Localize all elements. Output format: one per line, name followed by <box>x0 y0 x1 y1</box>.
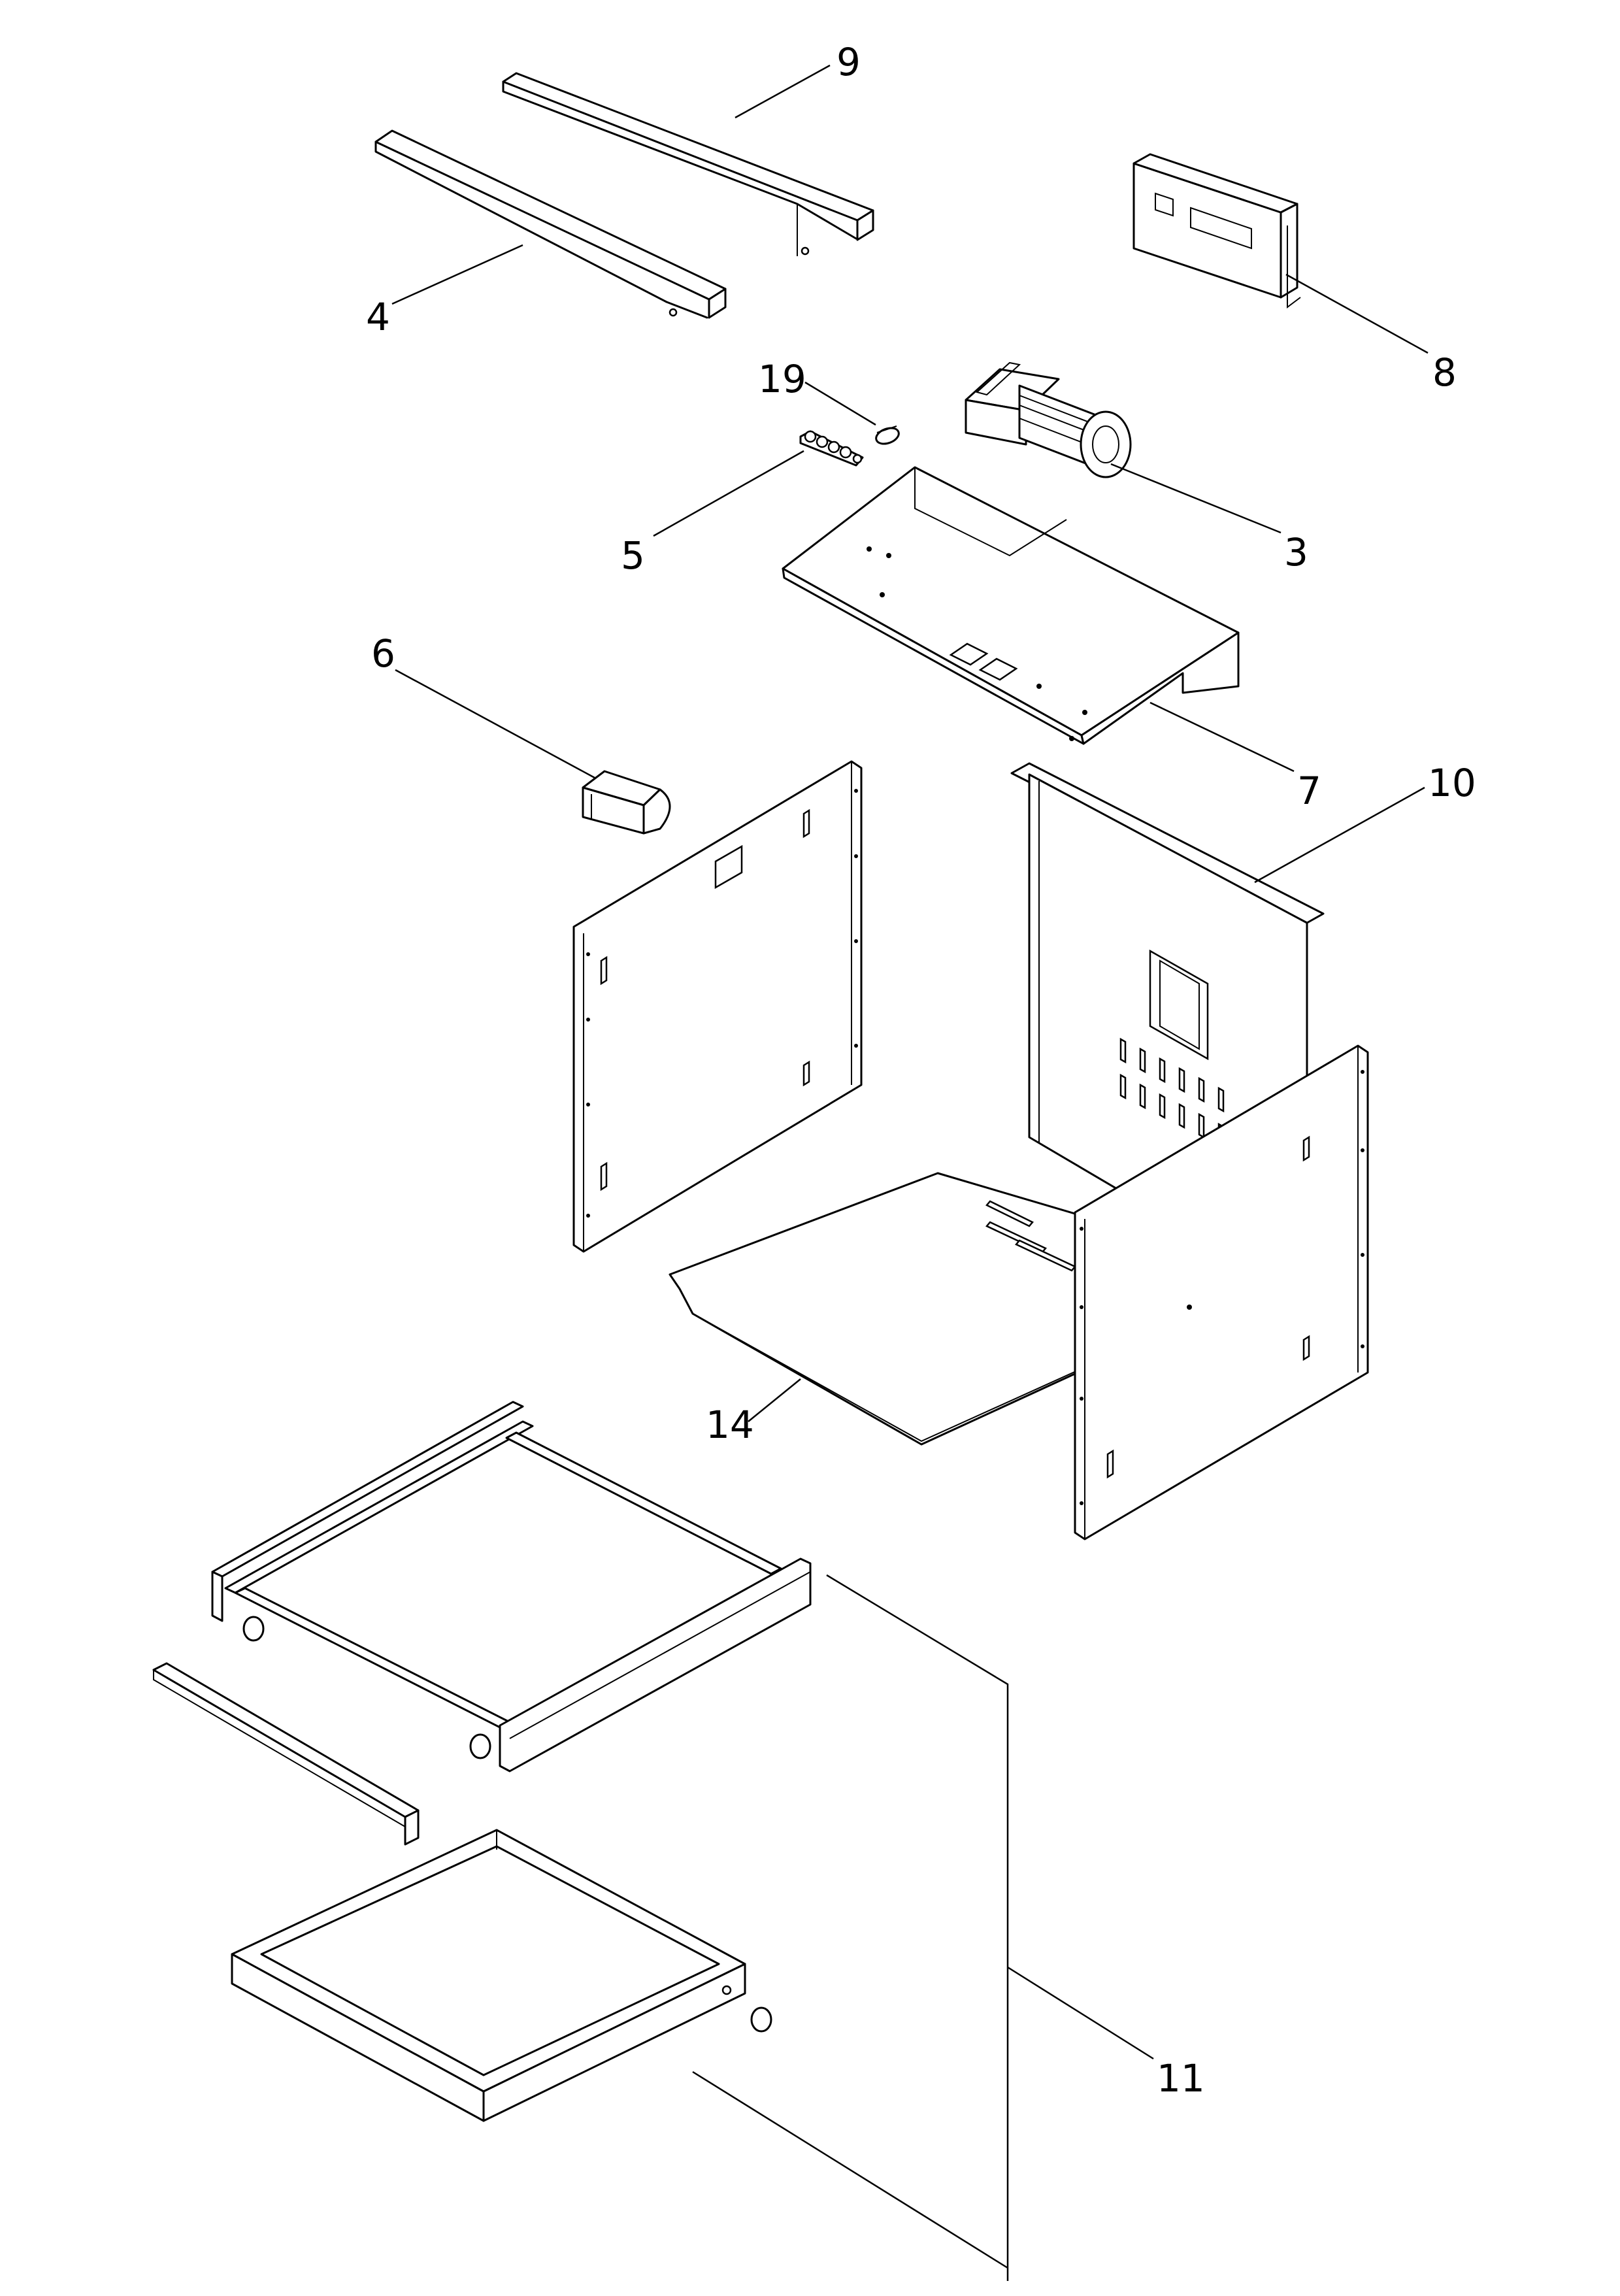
part-4-lower-strip <box>374 129 727 319</box>
callout-3: 3 <box>1284 530 1308 574</box>
part-9-top-strip <box>502 72 874 256</box>
right-side-panel <box>1074 1044 1369 1540</box>
callout-7: 7 <box>1297 769 1321 813</box>
part-11-side-rail <box>152 1662 446 1894</box>
part-14-bottom-tray <box>669 1172 1086 1446</box>
left-side-panel <box>572 760 863 1253</box>
callout-9: 9 <box>836 40 861 84</box>
part-5-terminal-block <box>799 430 864 467</box>
part-8-control-box <box>1132 153 1301 308</box>
callout-14: 14 <box>706 1403 754 1447</box>
callout-4: 4 <box>366 295 390 339</box>
leader-lines <box>391 64 1429 2281</box>
part-19-knob <box>875 425 900 445</box>
part-3-fan-motor <box>965 361 1132 478</box>
callout-6: 6 <box>371 631 395 676</box>
part-11-upper-frame <box>211 1401 812 1772</box>
callout-19: 19 <box>758 357 806 401</box>
part-7-top-plate <box>782 466 1240 745</box>
callout-10: 10 <box>1428 761 1476 805</box>
callout-8: 8 <box>1432 350 1457 395</box>
callout-5: 5 <box>621 533 645 578</box>
callout-11: 11 <box>1157 2056 1205 2101</box>
part-11-lower-frame <box>231 1829 772 2122</box>
part-6-duct <box>582 770 671 835</box>
callout-labels: 9 4 8 19 5 3 6 7 10 14 11 <box>366 40 1476 2101</box>
